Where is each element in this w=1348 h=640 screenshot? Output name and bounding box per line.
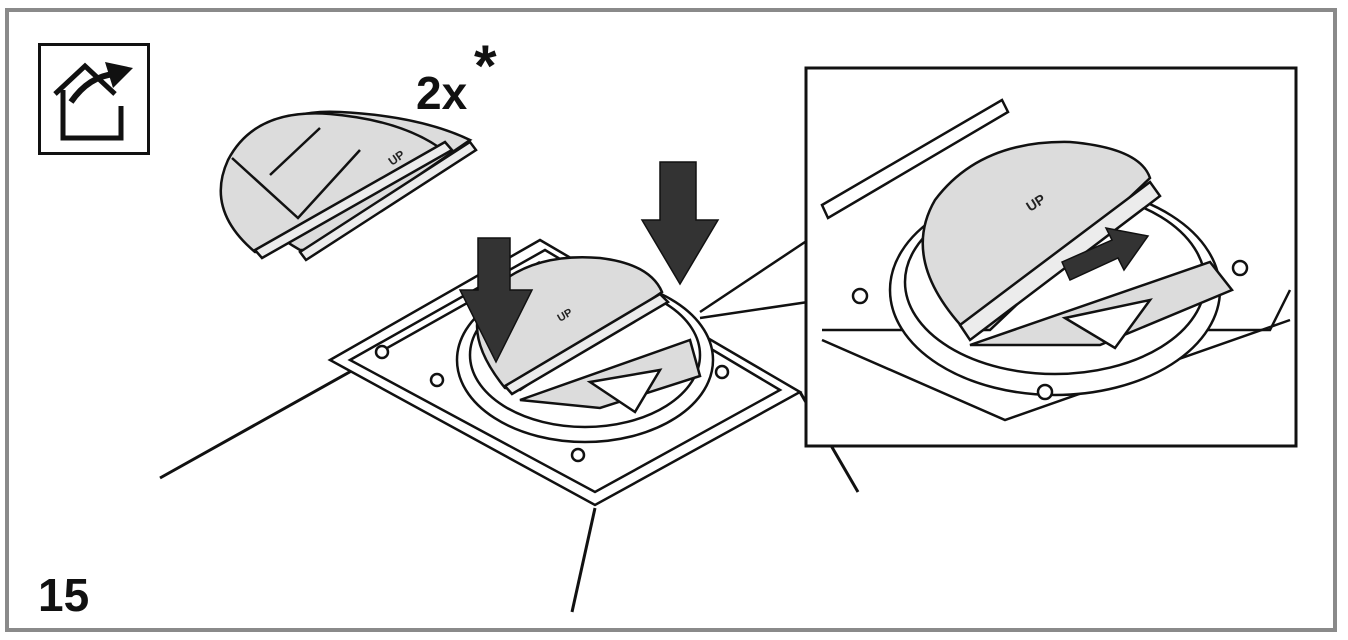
house-exhaust-icon-box bbox=[38, 43, 150, 155]
figure-frame bbox=[5, 8, 1337, 632]
quantity-marker: * bbox=[474, 34, 497, 99]
step-number: 15 bbox=[38, 569, 90, 621]
house-exhaust-icon bbox=[53, 62, 133, 141]
quantity-label: 2x* bbox=[416, 34, 497, 119]
